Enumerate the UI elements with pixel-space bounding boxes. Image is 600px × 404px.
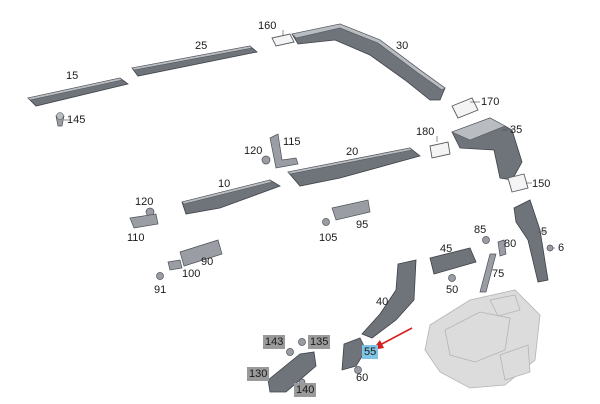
part-130-duct[interactable] — [267, 351, 317, 393]
part-10-duct[interactable] — [181, 179, 281, 215]
callout-10: 10 — [218, 178, 231, 190]
callout-80: 80 — [504, 238, 517, 250]
callout-160: 160 — [258, 20, 277, 32]
callout-130: 130 — [247, 367, 270, 381]
callout-20: 20 — [346, 146, 359, 158]
callout-135: 135 — [308, 335, 331, 349]
part-90-bracket[interactable] — [179, 239, 223, 267]
part-25-duct[interactable] — [131, 45, 258, 77]
part-55-duct[interactable] — [341, 337, 367, 371]
callout-5: 5 — [541, 226, 548, 238]
callout-100: 100 — [182, 268, 201, 280]
part-6-clip[interactable] — [546, 244, 554, 252]
part-60-clip[interactable] — [354, 366, 362, 374]
callout-140: 140 — [294, 383, 317, 397]
callout-110: 110 — [127, 232, 145, 244]
callout-90: 90 — [201, 256, 214, 268]
part-5-duct[interactable] — [513, 199, 549, 283]
part-120-clip-upper[interactable] — [261, 155, 271, 165]
callout-25: 25 — [195, 40, 208, 52]
callout-143: 143 — [263, 335, 286, 349]
callout-91: 91 — [154, 284, 167, 296]
heater-housing-ghost — [424, 289, 541, 389]
part-180-seal[interactable] — [429, 141, 451, 159]
callout-35: 35 — [510, 124, 523, 136]
part-105-clip[interactable] — [322, 218, 330, 226]
part-135-clip[interactable] — [298, 338, 306, 346]
callout-40: 40 — [376, 296, 389, 308]
callout-120-lower: 120 — [135, 196, 154, 208]
callout-85: 85 — [474, 224, 487, 236]
callout-75: 75 — [492, 268, 505, 280]
part-50-clip[interactable] — [448, 274, 456, 282]
part-143-clip[interactable] — [286, 348, 294, 356]
callout-15: 15 — [66, 70, 79, 82]
part-30-duct[interactable] — [291, 23, 446, 101]
part-170-seal[interactable] — [451, 97, 479, 119]
part-115-bracket[interactable] — [269, 133, 299, 169]
callout-150: 150 — [532, 178, 551, 190]
part-95-bracket[interactable] — [331, 199, 371, 221]
part-85-clip[interactable] — [482, 236, 490, 244]
part-150-seal[interactable] — [507, 173, 529, 193]
part-100-clip[interactable] — [167, 259, 183, 271]
part-40-duct[interactable] — [361, 259, 417, 339]
callout-6: 6 — [558, 242, 565, 254]
part-110-bracket[interactable] — [129, 213, 159, 229]
callout-45: 45 — [440, 243, 453, 255]
leader-lines — [64, 30, 555, 249]
part-45-box[interactable] — [429, 247, 477, 275]
callout-95: 95 — [356, 219, 369, 231]
callout-120-upper: 120 — [244, 145, 263, 157]
part-91-clip[interactable] — [156, 272, 164, 280]
part-160-seal[interactable] — [271, 33, 295, 47]
part-145-clip[interactable] — [55, 112, 65, 127]
callout-50: 50 — [446, 284, 459, 296]
callout-145: 145 — [67, 114, 86, 126]
callout-105: 105 — [319, 232, 338, 244]
callout-30: 30 — [396, 40, 409, 52]
callout-60: 60 — [356, 372, 369, 384]
callout-115: 115 — [283, 136, 301, 148]
part-80-clip[interactable] — [497, 239, 507, 257]
callout-170: 170 — [481, 96, 500, 108]
part-75-rod[interactable] — [479, 253, 497, 293]
part-15-duct[interactable] — [27, 77, 129, 107]
callout-55: 55 — [362, 345, 379, 359]
callout-180: 180 — [416, 126, 435, 138]
part-20-duct[interactable] — [287, 147, 421, 187]
